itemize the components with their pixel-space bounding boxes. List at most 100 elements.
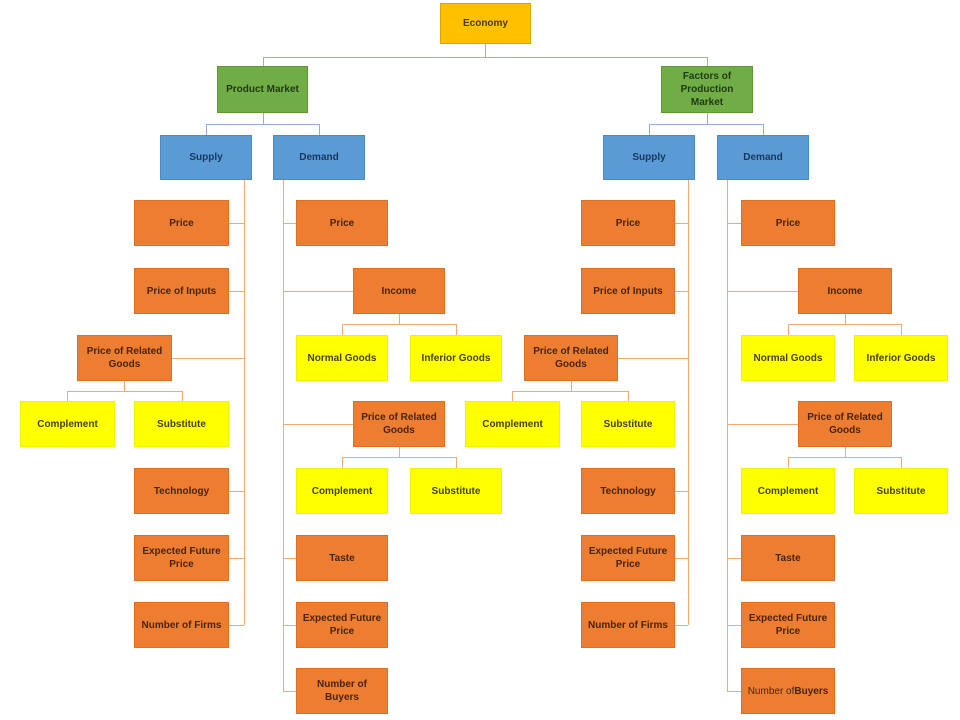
connector-line bbox=[763, 124, 764, 135]
connector-line bbox=[727, 625, 741, 626]
connector-line bbox=[244, 180, 245, 625]
node-fm-supply-price-of-inputs: Price of Inputs bbox=[581, 268, 675, 314]
connector-line bbox=[788, 457, 901, 458]
connector-line bbox=[229, 291, 244, 292]
connector-line bbox=[456, 457, 457, 468]
node-pm-demand-normal-goods: Normal Goods bbox=[296, 335, 388, 381]
connector-line bbox=[675, 625, 688, 626]
node-pm-supply-expected-future-price: Expected Future Price bbox=[134, 535, 229, 581]
node-fm-demand-price-of-related-goods: Price of Related Goods bbox=[798, 401, 892, 447]
connector-line bbox=[283, 558, 296, 559]
node-fm-supply: Supply bbox=[603, 135, 695, 180]
connector-line bbox=[283, 424, 353, 425]
connector-line bbox=[172, 358, 244, 359]
node-pm-supply-technology: Technology bbox=[134, 468, 229, 514]
connector-line bbox=[675, 223, 688, 224]
node-pm-demand-price-of-related-goods: Price of Related Goods bbox=[353, 401, 445, 447]
connector-line bbox=[727, 180, 728, 691]
node-pm-supply-price: Price bbox=[134, 200, 229, 246]
connector-line bbox=[206, 124, 320, 125]
connector-line bbox=[67, 391, 182, 392]
node-fm-demand-income: Income bbox=[798, 268, 892, 314]
node-economy: Economy bbox=[440, 3, 531, 44]
node-fm-demand-inferior-goods: Inferior Goods bbox=[854, 335, 948, 381]
node-fm-demand-complement: Complement bbox=[741, 468, 835, 514]
connector-line bbox=[342, 324, 343, 335]
connector-line bbox=[649, 124, 650, 135]
connector-line bbox=[342, 457, 456, 458]
connector-line bbox=[675, 558, 688, 559]
node-pm-demand: Demand bbox=[273, 135, 365, 180]
node-pm-supply-substitute: Substitute bbox=[134, 401, 229, 447]
node-pm-supply: Supply bbox=[160, 135, 252, 180]
connector-line bbox=[485, 44, 486, 57]
connector-line bbox=[67, 391, 68, 401]
node-product-market: Product Market bbox=[217, 66, 308, 113]
node-pm-demand-taste: Taste bbox=[296, 535, 388, 581]
connector-line bbox=[283, 180, 284, 691]
connector-line bbox=[707, 57, 708, 66]
node-fm-demand-number-of-buyers: Number of Buyers bbox=[741, 668, 835, 714]
node-pm-demand-complement: Complement bbox=[296, 468, 388, 514]
node-fm-demand-normal-goods: Normal Goods bbox=[741, 335, 835, 381]
connector-line bbox=[283, 291, 353, 292]
connector-line bbox=[229, 223, 244, 224]
connector-line bbox=[788, 457, 789, 468]
connector-line bbox=[263, 57, 264, 66]
node-fm-demand-substitute: Substitute bbox=[854, 468, 948, 514]
connector-line bbox=[628, 391, 629, 401]
connector-line bbox=[688, 180, 689, 625]
node-factors-of-production-market: Factors of Production Market bbox=[661, 66, 753, 113]
connector-line bbox=[263, 57, 708, 58]
connector-line bbox=[229, 558, 244, 559]
connector-line bbox=[649, 124, 764, 125]
node-fm-supply-number-of-firms: Number of Firms bbox=[581, 602, 675, 648]
connector-line bbox=[788, 324, 901, 325]
node-fm-supply-technology: Technology bbox=[581, 468, 675, 514]
connector-line bbox=[456, 324, 457, 335]
node-pm-supply-complement: Complement bbox=[20, 401, 115, 447]
connector-line bbox=[206, 124, 207, 135]
connector-line bbox=[675, 291, 688, 292]
connector-line bbox=[675, 491, 688, 492]
connector-line bbox=[618, 358, 688, 359]
node-pm-supply-number-of-firms: Number of Firms bbox=[134, 602, 229, 648]
connector-line bbox=[707, 113, 708, 124]
connector-line bbox=[727, 223, 741, 224]
connector-line bbox=[727, 558, 741, 559]
node-label-part: Buyers bbox=[794, 685, 829, 697]
connector-line bbox=[182, 391, 183, 401]
node-fm-demand-taste: Taste bbox=[741, 535, 835, 581]
node-pm-supply-price-of-inputs: Price of Inputs bbox=[134, 268, 229, 314]
connector-line bbox=[319, 124, 320, 135]
node-fm-supply-price: Price bbox=[581, 200, 675, 246]
connector-line bbox=[901, 324, 902, 335]
node-pm-demand-price: Price bbox=[296, 200, 388, 246]
connector-line bbox=[229, 491, 244, 492]
connector-line bbox=[399, 314, 400, 324]
connector-line bbox=[788, 324, 789, 335]
node-fm-demand-price: Price bbox=[741, 200, 835, 246]
connector-line bbox=[283, 223, 296, 224]
connector-line bbox=[512, 391, 513, 401]
connector-line bbox=[845, 447, 846, 457]
node-label-part: Number of bbox=[747, 685, 795, 697]
connector-line bbox=[512, 391, 628, 392]
connector-line bbox=[845, 314, 846, 324]
connector-line bbox=[571, 381, 572, 391]
connector-line bbox=[342, 457, 343, 468]
node-pm-demand-number-of-buyers: Number of Buyers bbox=[296, 668, 388, 714]
node-pm-demand-inferior-goods: Inferior Goods bbox=[410, 335, 502, 381]
node-fm-supply-price-of-related-goods: Price of Related Goods bbox=[524, 335, 618, 381]
connector-line bbox=[399, 447, 400, 457]
node-fm-supply-substitute: Substitute bbox=[581, 401, 675, 447]
node-fm-supply-expected-future-price: Expected Future Price bbox=[581, 535, 675, 581]
connector-line bbox=[124, 381, 125, 391]
node-pm-demand-expected-future-price: Expected Future Price bbox=[296, 602, 388, 648]
connector-line bbox=[727, 424, 798, 425]
node-pm-supply-price-of-related-goods: Price of Related Goods bbox=[77, 335, 172, 381]
connector-line bbox=[283, 625, 296, 626]
connector-line bbox=[727, 691, 741, 692]
connector-line bbox=[283, 691, 296, 692]
